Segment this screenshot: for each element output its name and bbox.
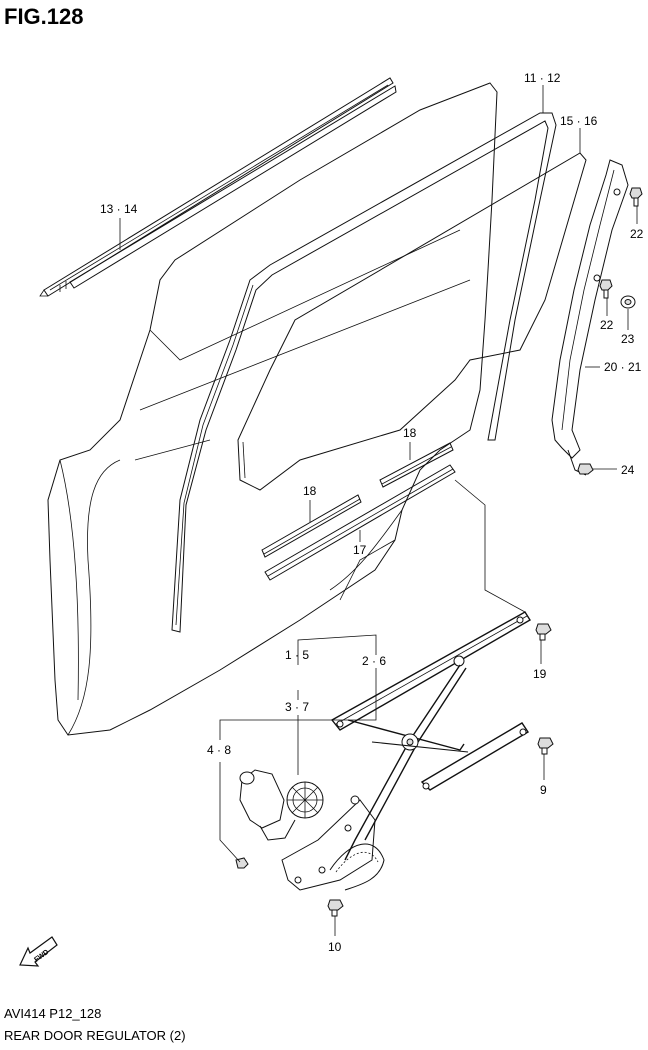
door-panel: [47, 82, 498, 736]
callout-24: 24: [621, 463, 635, 477]
callout-15-16: 15 · 16: [560, 114, 598, 128]
washer-23: [620, 295, 636, 309]
bolt-24: [577, 463, 594, 475]
fwd-arrow-icon: FWD: [19, 936, 58, 967]
callout-2-6: 2 · 6: [362, 654, 386, 668]
figure-title: FIG.128: [4, 4, 84, 29]
callout-17: 17: [353, 543, 367, 557]
bolt-19: [535, 623, 552, 641]
leader-lines: [119, 85, 638, 936]
figure-code: AVI414 P12_128: [4, 1006, 102, 1021]
callout-1-5: 1 · 5: [285, 648, 309, 662]
figure-name: REAR DOOR REGULATOR (2): [4, 1028, 186, 1043]
bolt-10: [327, 899, 344, 917]
inner-weatherstrip-17: [264, 464, 456, 581]
door-glass: [237, 152, 587, 491]
callout-13-14: 13 · 14: [100, 202, 138, 216]
callout-4-8: 4 · 8: [207, 743, 231, 757]
callout-22-mid: 22: [600, 318, 614, 332]
callout-20-21: 20 · 21: [604, 360, 642, 374]
regulator-motor: [239, 769, 324, 841]
bolt-9: [537, 737, 554, 755]
outer-weatherstrip: [39, 77, 397, 297]
callout-11-12: 11 · 12: [524, 71, 561, 85]
glass-run-channel: [171, 112, 557, 633]
rear-sash-channel: [551, 159, 629, 476]
callout-3-7: 3 · 7: [285, 700, 309, 714]
callout-19: 19: [533, 667, 547, 681]
callout-18-left: 18: [303, 484, 317, 498]
inner-weatherstrip-18-left: [261, 494, 362, 558]
callout-23: 23: [621, 332, 635, 346]
callout-18-right: 18: [403, 426, 417, 440]
bolt-22-mid: [599, 279, 613, 299]
callout-9: 9: [540, 783, 547, 797]
callout-22-top: 22: [630, 227, 644, 241]
inner-weatherstrip-18-right: [379, 442, 454, 488]
window-regulator: [281, 611, 531, 891]
bolt-22-top: [629, 187, 643, 207]
callout-10: 10: [328, 940, 342, 954]
